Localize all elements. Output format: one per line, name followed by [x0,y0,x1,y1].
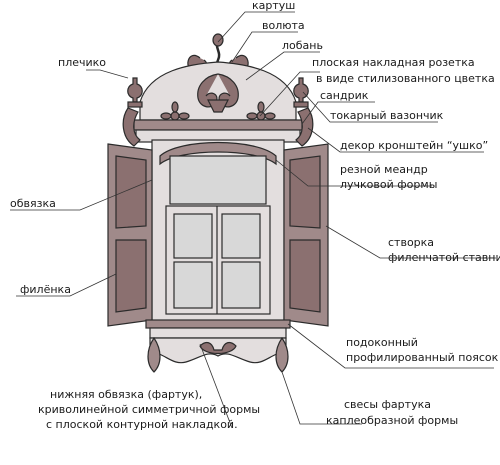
label-meandr-1: резной меандр [340,163,428,176]
central-volute-ornament [197,73,239,113]
label-poyasok-2: профилированный поясок [346,351,499,364]
bracket-ushko-left [122,107,141,147]
label-fartuk-1: нижняя обвязка (фартук), [50,388,202,401]
labels: картуш волюта лобань плоская накладная р… [10,0,500,431]
label-fartuk-2: криволинейной симметричной формы [38,403,260,416]
label-plechiko: плечико [58,56,106,69]
label-sandrik: сандрик [320,89,369,102]
label-svesy-2: каплеобразной формы [326,414,458,427]
nalichnik-illustration [107,33,329,373]
label-rozetka-2: в виде стилизованного цветка [316,72,495,85]
finial-left [127,77,143,108]
label-kartush: картуш [252,0,295,12]
label-vazonchik: токарный вазончик [330,109,444,122]
label-stvorka-2: филенчатой ставни [388,251,500,264]
label-voluta: волюта [262,19,305,32]
bracket-ushko-right [295,107,314,147]
pediment-loban [139,61,297,121]
apron-overlay [199,341,237,355]
leader-lines [10,11,496,429]
label-meandr-2: лучковой формы [340,178,437,191]
label-filenka: филёнка [20,283,71,296]
sandrik-band [133,119,303,131]
label-obvyazka: обвязка [10,197,56,210]
label-ushko: декор кронштейн “ушко” [340,139,488,152]
arched-meander [159,141,277,166]
label-svesy-1: свесы фартука [344,398,431,411]
label-poyasok-1: подоконный [346,336,418,349]
finial-right [293,77,309,108]
label-loban: лобань [282,39,323,52]
sill-band [145,319,291,329]
drop-left [147,336,161,373]
window-glass-top [169,155,267,205]
label-stvorka-1: створка [388,236,434,249]
label-rozetka-1: плоская накладная розетка [312,56,475,69]
shutter-right [283,143,329,327]
label-fartuk-3: с плоской контурной накладкой. [46,418,238,431]
shutter-left [107,143,153,327]
